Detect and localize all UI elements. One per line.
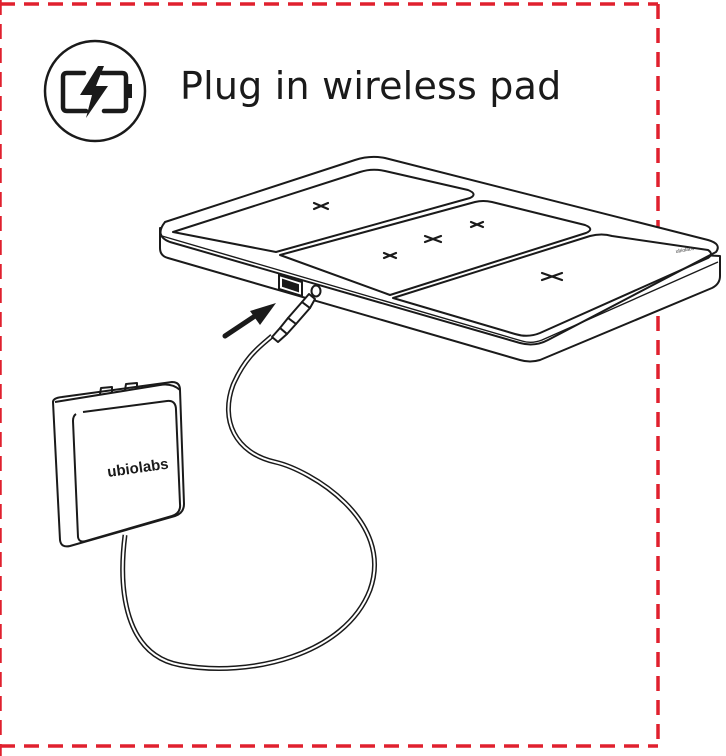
dc-port — [310, 284, 322, 298]
coil-marker — [382, 251, 398, 260]
insert-arrow — [222, 303, 276, 339]
coil-marker — [312, 201, 330, 211]
coil-marker — [423, 234, 443, 244]
page-title: Plug in wireless pad — [180, 64, 562, 108]
usb-port — [278, 273, 303, 298]
wireless-pad — [159, 155, 721, 363]
power-adapter — [52, 381, 185, 548]
coil-marker — [540, 271, 564, 282]
battery-charging-icon — [43, 39, 147, 143]
dc-plug — [271, 293, 316, 343]
dashed-border — [0, 0, 660, 756]
coil-markers — [312, 201, 564, 282]
pad-edge-label: ubiolabs — [675, 246, 695, 255]
coil-marker — [469, 220, 485, 229]
